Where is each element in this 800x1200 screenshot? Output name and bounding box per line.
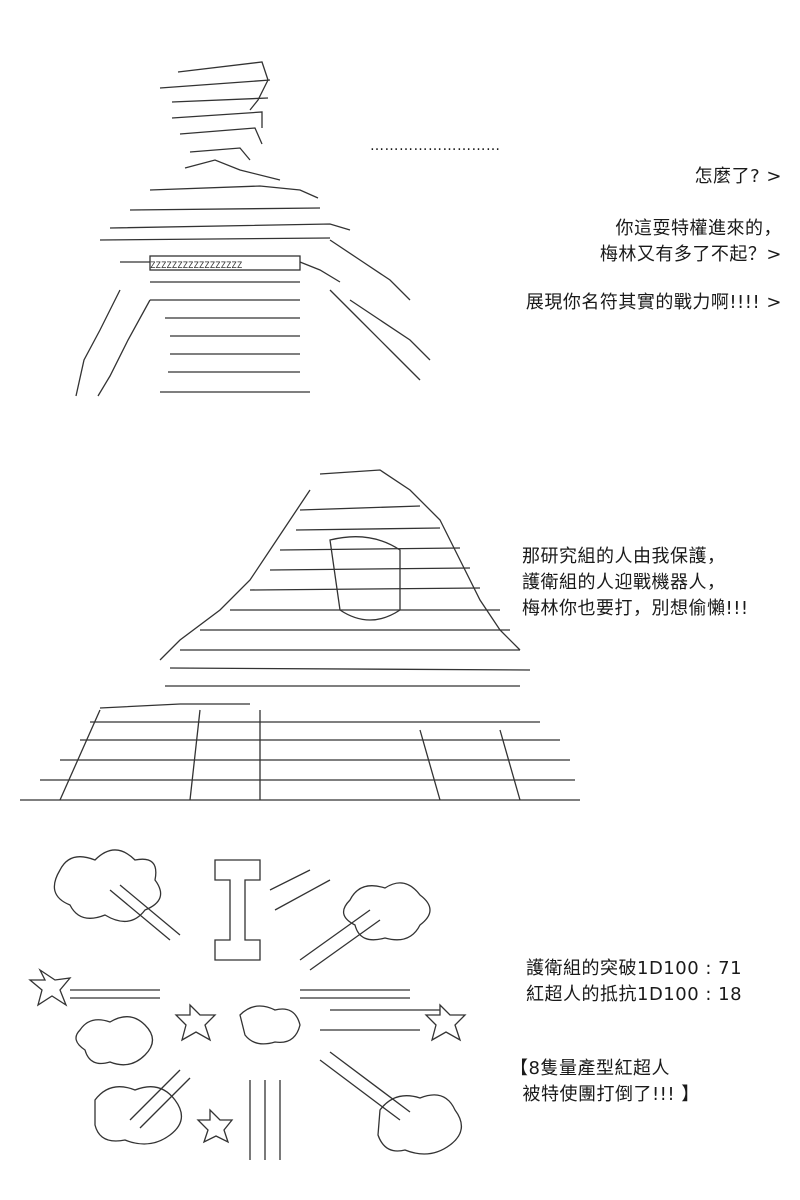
dice-roll-line: 護衛組的突破1D100 : 71 <box>526 958 743 979</box>
ascii-art-long-haired-figure <box>20 469 580 801</box>
ellipsis-dots: ……………………… <box>370 138 501 154</box>
dialogue-line: 展現你名符其實的戰力啊!!!! > <box>525 292 782 313</box>
dialogue-line: 那研究組的人由我保護， <box>522 546 726 567</box>
svg-text:ZZZZZZZZZZZZZZZZZ: ZZZZZZZZZZZZZZZZZ <box>150 261 243 271</box>
dialogue-line: 怎麼了? > <box>694 166 782 187</box>
dialogue-line: 護衛組的人迎戰機器人， <box>522 572 726 593</box>
dialogue-line: 你這耍特權進來的， <box>615 218 782 239</box>
ascii-art-soldier-figure: ZZZZZZZZZZZZZZZZZ <box>75 61 431 397</box>
ascii-art-explosion <box>28 849 467 1160</box>
panel-2: 那研究組的人由我保護， 護衛組的人迎戰機器人， 梅林你也要打，別想偷懶!!! <box>0 460 800 820</box>
result-line: 被特使團打倒了!!! 】 <box>510 1084 700 1105</box>
result-line: 【8隻量產型紅超人 <box>510 1058 670 1079</box>
panel-1: ZZZZZZZZZZZZZZZZZ ……………………… 怎麼了? > 你這耍特權… <box>0 0 800 420</box>
dialogue-line: 梅林你也要打，別想偷懶!!! <box>522 598 749 619</box>
dice-roll-line: 紅超人的抵抗1D100 : 18 <box>526 984 743 1005</box>
dialogue-line: 梅林又有多了不起？> <box>599 244 782 265</box>
panel-3: 護衛組的突破1D100 : 71 紅超人的抵抗1D100 : 18 【8隻量產型… <box>0 830 800 1200</box>
